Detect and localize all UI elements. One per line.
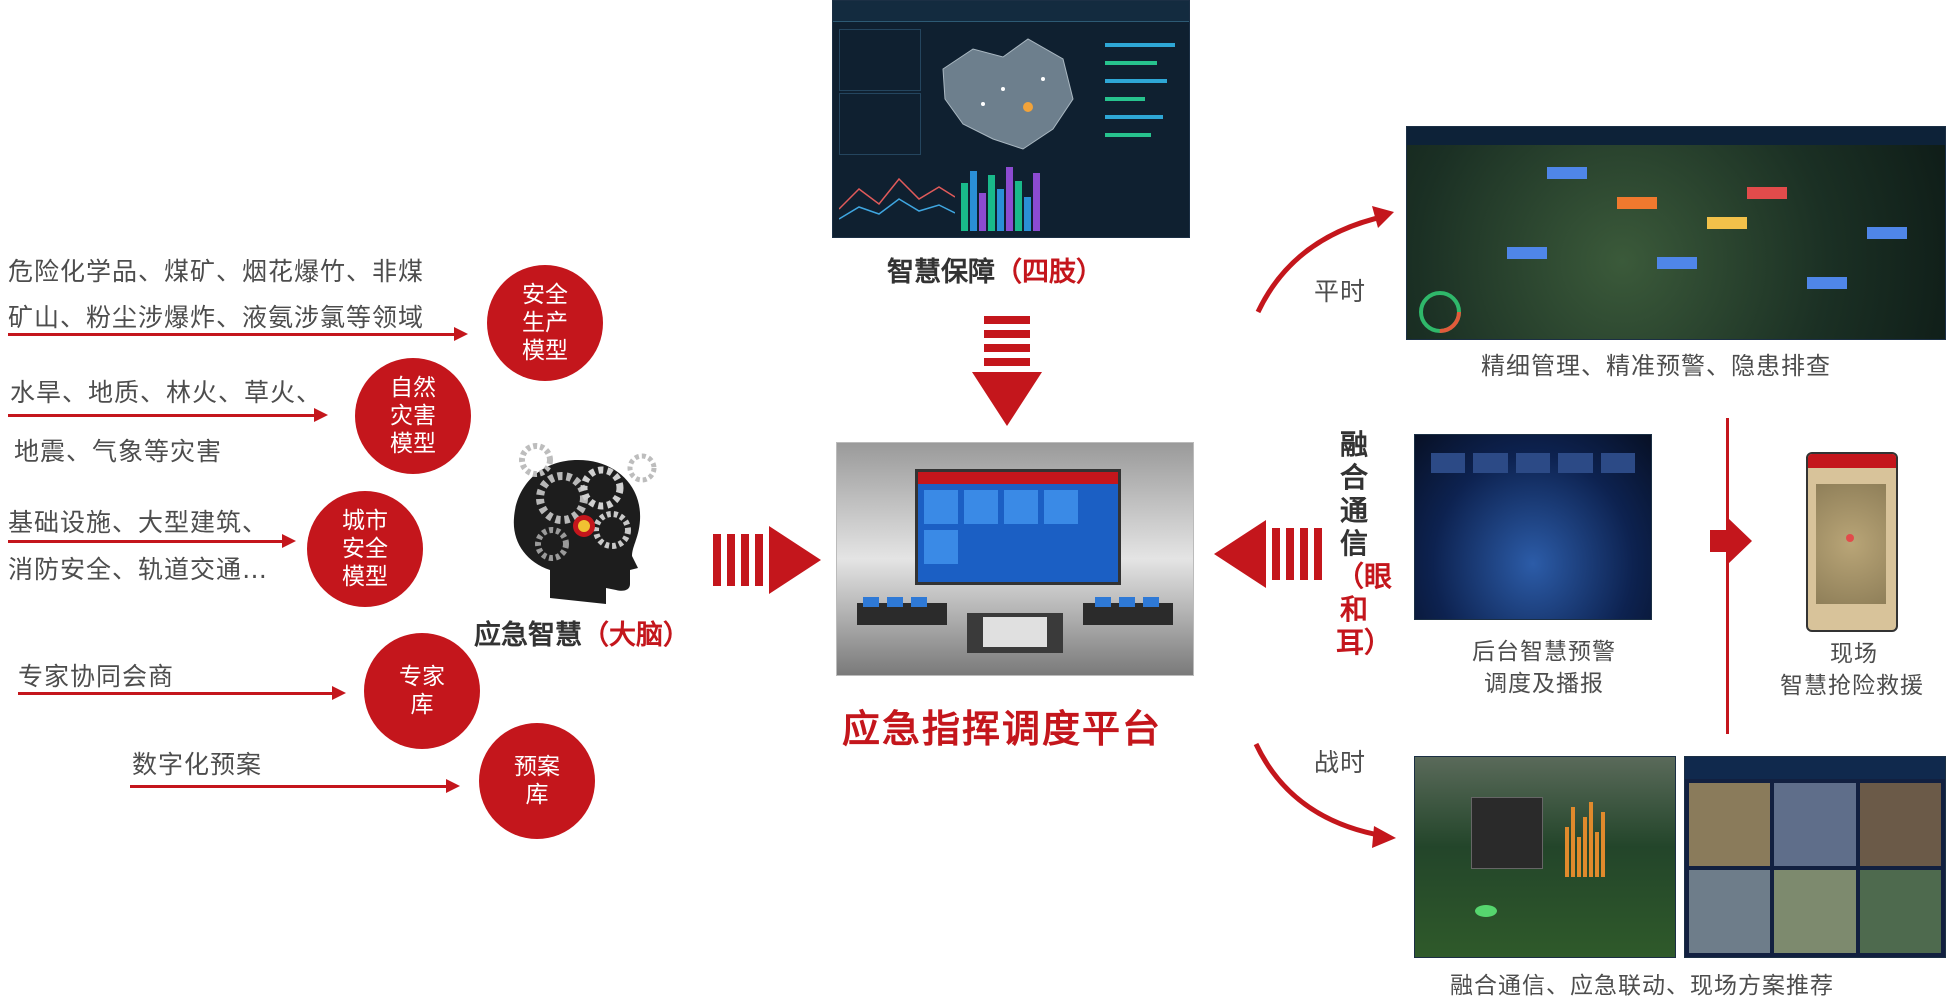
drone-view <box>1415 757 1675 957</box>
natural-disaster-model-circle: 自然 灾害 模型 <box>355 358 471 474</box>
city-safety-model-label: 城市 安全 模型 <box>342 508 388 590</box>
striped-arrow-left-icon <box>1214 520 1322 588</box>
plan-library-label: 预案 库 <box>514 754 560 808</box>
arrow-support-to-platform <box>972 316 1042 426</box>
safety-domains-line-2: 矿山、粉尘涉爆炸、液氨涉氯等领域 <box>8 303 425 332</box>
map-marker-5 <box>1507 247 1547 259</box>
desk-consoles-icon <box>857 597 1173 653</box>
arrow-to-safety-model <box>8 327 468 341</box>
fusion-label-main: 融合通信 <box>1339 428 1368 560</box>
dashboard-left-panel <box>839 29 921 91</box>
city-safety-model-circle: 城市 安全 模型 <box>307 491 423 607</box>
disaster-types-line-1: 水旱、地质、林火、草火、 <box>10 378 323 407</box>
brain-caption: 应急智慧（大脑） <box>474 613 690 652</box>
war-label: 战时 <box>1314 748 1367 777</box>
video-grid-screenshot <box>1684 756 1946 958</box>
mobile-location-marker <box>1846 534 1854 542</box>
province-map-icon <box>942 38 1074 150</box>
map-marker-7 <box>1807 277 1847 289</box>
map-marker-3 <box>1707 217 1747 229</box>
platform-title: 应急指挥调度平台 <box>842 707 1163 751</box>
plan-library-circle: 预案 库 <box>479 723 595 839</box>
dashboard-right-progress-list <box>1105 29 1183 149</box>
safety-production-model-label: 安全 生产 模型 <box>522 282 568 364</box>
fine-management-caption: 精细管理、精准预警、隐患排查 <box>1481 352 1831 380</box>
expert-library-circle: 专家 库 <box>364 633 480 749</box>
smart-support-dashboard-screenshot <box>832 0 1190 238</box>
disaster-types-line-2: 地震、气象等灾害 <box>14 437 223 466</box>
peace-label: 平时 <box>1314 277 1367 306</box>
smart-support-caption: 智慧保障（四肢） <box>887 250 1103 289</box>
smart-support-caption-main: 智慧保障 <box>887 257 995 288</box>
brain-head-icon <box>513 443 657 604</box>
mobile-map <box>1816 484 1886 604</box>
onsite-caption-2: 智慧抢险救援 <box>1780 673 1924 699</box>
backend-warning-caption-2: 调度及播报 <box>1484 671 1604 697</box>
city-domains-line-1: 基础设施、大型建筑、 <box>8 508 269 537</box>
brain-gear-illustration <box>492 438 664 606</box>
peace-curve-arrow-icon <box>1255 206 1394 314</box>
safety-domains-line-1: 危险化学品、煤矿、烟花爆竹、非煤 <box>8 257 425 286</box>
fine-management-map-screenshot <box>1406 126 1946 340</box>
dashboard-left-panel-2 <box>839 93 921 155</box>
mobile-rescue-screenshot <box>1806 452 1898 632</box>
expert-library-label: 专家 库 <box>399 664 445 718</box>
city-stat-tiles <box>1431 453 1636 473</box>
map-marker-2 <box>1617 197 1657 209</box>
fusion-linkage-caption: 融合通信、应急联动、现场方案推荐 <box>1450 973 1834 999</box>
brain-caption-red: （大脑） <box>582 620 690 651</box>
mobile-header-bar <box>1808 454 1896 468</box>
smart-support-caption-red: （四肢） <box>995 257 1103 288</box>
fusion-bar-chart <box>1565 797 1655 877</box>
fusion-comm-screenshot <box>1414 756 1676 958</box>
dashboard-bar-chart <box>961 163 1071 231</box>
war-curve-arrow-icon <box>1253 742 1396 848</box>
striped-arrow-right-icon <box>713 526 821 594</box>
arrow-fusion-to-platform <box>1214 520 1322 588</box>
natural-disaster-model-label: 自然 灾害 模型 <box>390 375 436 457</box>
arrow-to-city-model <box>8 534 296 548</box>
safety-production-model-circle: 安全 生产 模型 <box>487 265 603 381</box>
fusion-label-vertical: 融合通信（眼和耳） <box>1336 428 1392 659</box>
video-wall <box>915 469 1121 585</box>
fusion-label-red: （眼和耳） <box>1336 560 1393 659</box>
video-grid <box>1689 783 1941 953</box>
terrain-map-area <box>1407 145 1945 339</box>
target-ellipse <box>1475 905 1497 917</box>
operator-desks <box>857 593 1173 655</box>
digital-plan-text: 数字化预案 <box>132 750 263 779</box>
expert-consult-text: 专家协同会商 <box>18 662 175 691</box>
striped-arrow-down-icon <box>972 316 1042 426</box>
command-center-photo <box>836 442 1194 676</box>
city-domains-line-2: 消防安全、轨道交通… <box>8 555 269 584</box>
onsite-caption-1: 现场 <box>1830 641 1878 667</box>
arrow-to-disaster-model <box>8 408 328 422</box>
arrow-to-expert-library <box>18 686 346 700</box>
arrow-brain-to-platform <box>713 526 821 594</box>
gauge-ring-icon <box>1419 291 1461 333</box>
city-warning-screenshot <box>1414 434 1652 620</box>
map-marker-1 <box>1547 167 1587 179</box>
map-marker-6 <box>1657 257 1697 269</box>
map-marker-4 <box>1747 187 1787 199</box>
brain-caption-main: 应急智慧 <box>474 620 582 651</box>
arrow-to-plan-library <box>130 779 460 793</box>
vertical-divider <box>1726 418 1729 734</box>
video-call-panel <box>1471 797 1543 869</box>
dashboard-header-bar <box>833 1 1189 22</box>
dashboard-line-chart-icon <box>839 177 955 220</box>
small-arrow-right-icon <box>1710 518 1752 564</box>
video-grid-header <box>1685 757 1945 779</box>
backend-warning-caption-1: 后台智慧预警 <box>1472 639 1616 665</box>
map-dashboard-header <box>1407 127 1945 145</box>
map-marker-8 <box>1867 227 1907 239</box>
